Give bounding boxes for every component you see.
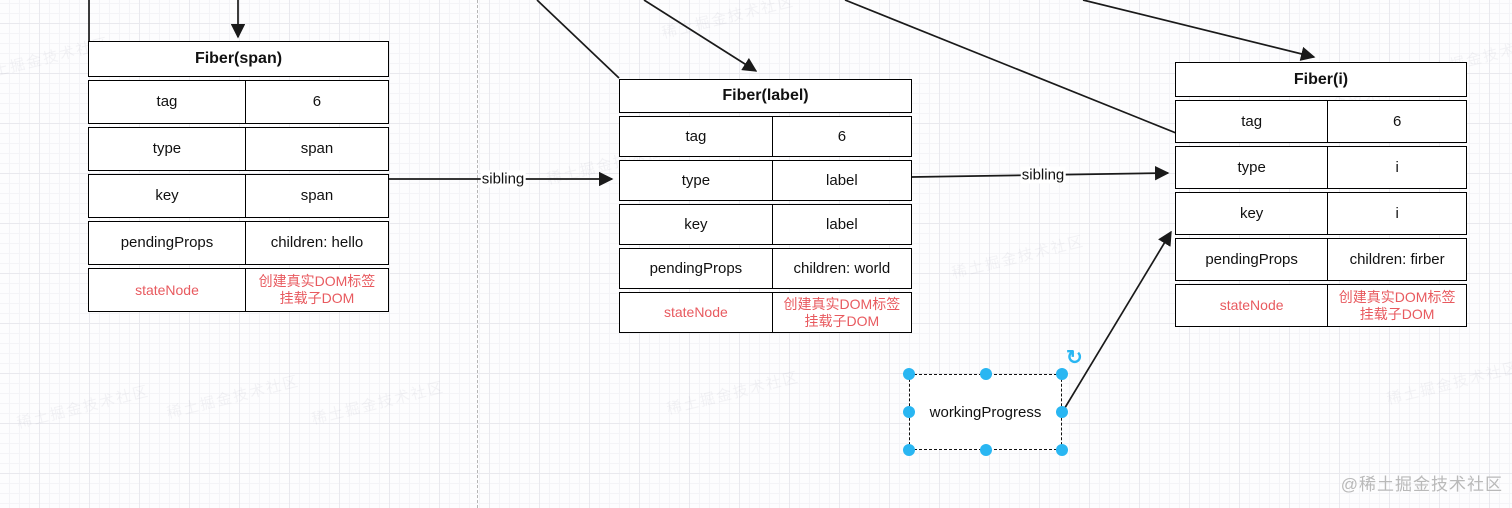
field-name[interactable]: key <box>620 205 773 244</box>
fiber-label-title[interactable]: Fiber(label) <box>619 79 912 113</box>
table-row[interactable]: type i <box>1175 146 1467 189</box>
field-value[interactable]: label <box>826 171 858 189</box>
fiber-i-table[interactable]: Fiber(i) tag 6 type i key i pendingProps… <box>1175 62 1467 327</box>
rotate-icon[interactable]: ↻ <box>1066 347 1083 369</box>
sibling-edge-label[interactable]: sibling <box>480 170 526 188</box>
field-value[interactable]: children: hello <box>270 234 364 251</box>
table-row[interactable]: key span <box>88 174 389 218</box>
table-row[interactable]: tag 6 <box>619 116 912 157</box>
field-value[interactable]: i <box>1395 158 1399 176</box>
table-row[interactable]: tag 6 <box>88 80 389 124</box>
table-row[interactable]: pendingProps children: hello <box>88 221 389 265</box>
fiber-span-table[interactable]: Fiber(span) tag 6 type span key span pen… <box>88 41 389 312</box>
field-value[interactable]: children: firber <box>1349 250 1445 268</box>
selection-handle-ne[interactable] <box>1056 368 1068 380</box>
field-value[interactable]: 创建真实DOM标签 挂载子DOM <box>1338 288 1456 322</box>
field-value[interactable]: 6 <box>837 127 847 145</box>
selection-handle-sw[interactable] <box>903 444 915 456</box>
table-row[interactable]: stateNode 创建真实DOM标签 挂载子DOM <box>88 268 389 312</box>
field-name[interactable]: stateNode <box>620 293 773 332</box>
table-row[interactable]: stateNode 创建真实DOM标签 挂载子DOM <box>619 292 912 333</box>
field-name[interactable]: type <box>1176 147 1329 188</box>
field-name[interactable]: tag <box>620 117 773 156</box>
field-name[interactable]: stateNode <box>1176 285 1329 326</box>
sibling-edge-label[interactable]: sibling <box>1020 166 1066 184</box>
field-value[interactable]: children: world <box>793 259 891 277</box>
table-row[interactable]: stateNode 创建真实DOM标签 挂载子DOM <box>1175 284 1467 327</box>
field-name[interactable]: stateNode <box>89 269 246 311</box>
credit-watermark: @稀土掘金技术社区 <box>1340 475 1503 494</box>
table-row[interactable]: pendingProps children: world <box>619 248 912 289</box>
field-name[interactable]: pendingProps <box>89 222 246 264</box>
field-name[interactable]: key <box>1176 193 1329 234</box>
edge-into-fiber-i-left[interactable] <box>844 0 1177 134</box>
workingprogress-label: workingProgress <box>929 403 1042 421</box>
field-name[interactable]: tag <box>1176 101 1329 142</box>
table-row[interactable]: key i <box>1175 192 1467 235</box>
edge-arrow-into-fiber-label-top[interactable] <box>643 0 758 72</box>
table-row[interactable]: pendingProps children: firber <box>1175 238 1467 281</box>
field-value[interactable]: i <box>1395 204 1399 222</box>
field-name[interactable]: pendingProps <box>1176 239 1329 280</box>
field-name[interactable]: type <box>620 161 773 200</box>
field-value[interactable]: span <box>300 187 334 204</box>
selection-handle-se[interactable] <box>1056 444 1068 456</box>
selection-handle-n[interactable] <box>979 368 992 380</box>
edge-arrow-into-fiber-i-top[interactable] <box>1082 0 1316 61</box>
field-name[interactable]: tag <box>89 81 246 123</box>
table-row[interactable]: key label <box>619 204 912 245</box>
edge-workingprogress-to-fiber-i[interactable] <box>1062 230 1172 412</box>
table-row[interactable]: type label <box>619 160 912 201</box>
field-name[interactable]: type <box>89 128 246 170</box>
selection-handle-w[interactable] <box>903 406 915 418</box>
selection-handle-s[interactable] <box>979 444 992 456</box>
table-row[interactable]: tag 6 <box>1175 100 1467 143</box>
selection-handle-nw[interactable] <box>903 368 915 380</box>
workingprogress-node[interactable]: workingProgress <box>903 368 1068 456</box>
table-row[interactable]: type span <box>88 127 389 171</box>
field-value[interactable]: 6 <box>1392 112 1402 130</box>
fiber-span-title[interactable]: Fiber(span) <box>88 41 389 77</box>
field-value[interactable]: label <box>826 215 858 233</box>
field-name[interactable]: pendingProps <box>620 249 773 288</box>
field-name[interactable]: key <box>89 175 246 217</box>
fiber-i-title[interactable]: Fiber(i) <box>1175 62 1467 97</box>
edge-into-fiber-label-corner[interactable] <box>536 0 620 79</box>
field-value[interactable]: span <box>300 140 334 157</box>
selection-handle-e[interactable] <box>1056 406 1068 418</box>
field-value[interactable]: 6 <box>312 93 322 110</box>
fiber-label-table[interactable]: Fiber(label) tag 6 type label key label … <box>619 79 912 333</box>
field-value[interactable]: 创建真实DOM标签 挂载子DOM <box>258 273 376 306</box>
page-boundary-guide <box>477 0 478 508</box>
field-value[interactable]: 创建真实DOM标签 挂载子DOM <box>783 295 901 329</box>
